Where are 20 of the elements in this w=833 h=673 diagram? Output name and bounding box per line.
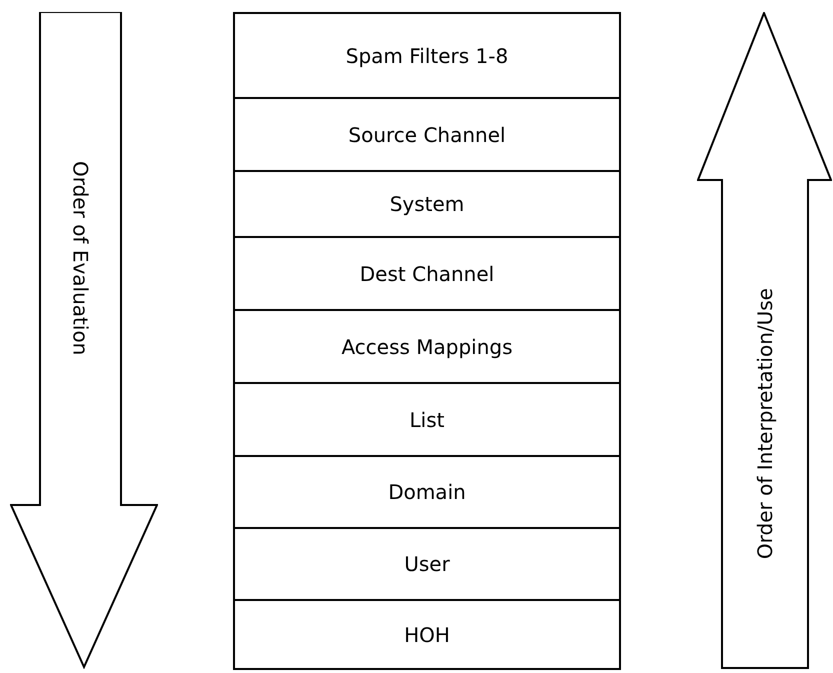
stack-row [233,97,621,172]
arrow-label: Order of Evaluation [68,161,94,356]
stack-row [233,12,621,99]
row-label: Access Mappings [341,334,513,360]
stack-row [233,309,621,384]
row-label: Domain [388,479,466,506]
row-label: Dest Channel [360,260,494,288]
stack-row [233,170,621,238]
row-label: HOH [404,622,450,648]
stack-row [233,599,621,670]
row-label: Source Channel [348,122,506,148]
stack-row [233,527,621,601]
stack-row [233,382,621,457]
row-label: User [404,551,450,578]
row-label: List [410,406,444,434]
row-label: System [390,191,464,218]
stack-row [233,236,621,311]
stack-row [233,455,621,529]
arrow-label: Order of Interpretation/Use [752,288,778,560]
row-label: Spam Filters 1-8 [346,42,508,70]
